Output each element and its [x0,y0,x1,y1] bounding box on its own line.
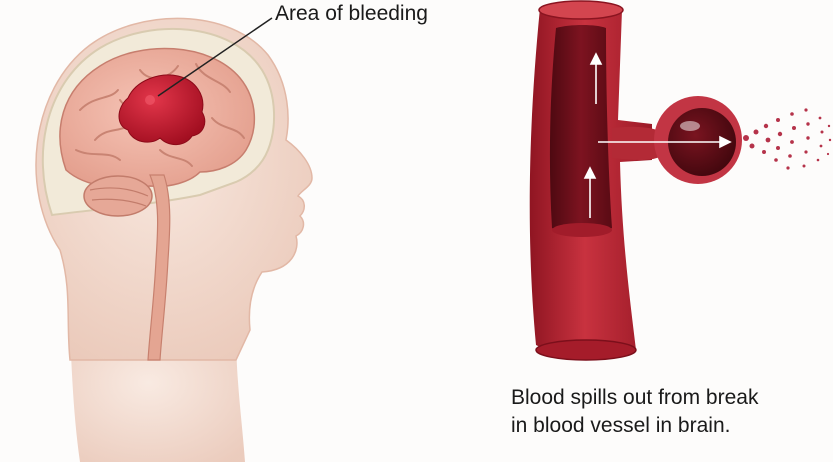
vessel-bottom-rim [536,340,636,360]
vessel-lumen [550,25,612,234]
caption-line-2: in blood vessel in brain. [511,412,821,440]
vessel-top-opening [539,1,623,19]
bleeding-callout-label: Area of bleeding [275,2,428,26]
head-illustration [36,18,312,462]
cerebellum [84,176,152,216]
caption-line-1: Blood spills out from break [511,384,821,412]
vessel-illustration [530,1,831,360]
vessel-caption: Blood spills out from break in blood ves… [511,384,821,440]
blood-spray [743,108,831,169]
